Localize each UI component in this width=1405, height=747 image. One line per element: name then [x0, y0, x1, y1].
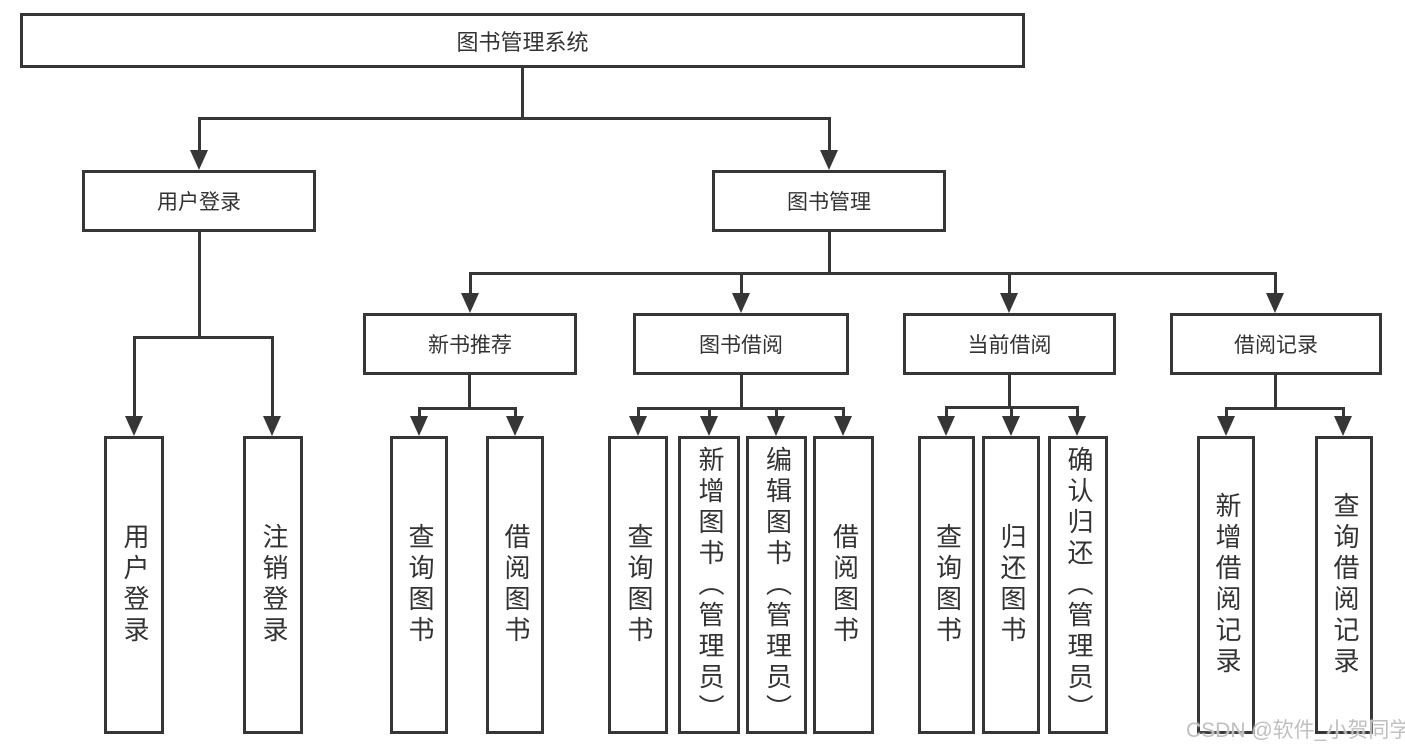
connector-root-bar: [198, 117, 831, 120]
connector-drop-br-add: [1225, 407, 1228, 419]
leaf-bb-search-books: 查询图书: [608, 436, 668, 734]
arrowhead-leaf-logout: [263, 416, 281, 436]
leaf-cb-search-books-label: 查询图书: [932, 523, 963, 647]
leaf-bb-edit-books-admin: 编辑图书（管理员）: [746, 436, 807, 734]
connector-root-stem: [521, 68, 524, 120]
arrowhead-borrow-records: [1266, 293, 1284, 313]
arrowhead-br-search: [1334, 416, 1352, 436]
connector-new-book-bar: [418, 407, 517, 410]
arrowhead-leaf-login: [125, 416, 143, 436]
connector-drop-cb-return: [1010, 406, 1013, 419]
leaf-nb-borrow-books-label: 借阅图书: [500, 523, 531, 647]
leaf-bb-add-books-admin: 新增图书（管理员）: [678, 436, 740, 734]
connector-book-mgmt-bar: [469, 272, 1277, 275]
leaf-br-search-record: 查询借阅记录: [1315, 436, 1373, 734]
node-user-login: 用户登录: [82, 170, 316, 232]
arrowhead-cb-return: [1002, 416, 1020, 436]
connector-drop-leaf-login: [133, 336, 136, 420]
connector-drop-book-management: [828, 117, 831, 154]
node-book-management-label: 图书管理: [787, 191, 871, 214]
leaf-user-login-label: 用户登录: [119, 523, 150, 647]
arrowhead-bb-borrow: [834, 416, 852, 436]
leaf-bb-borrow-books-label: 借阅图书: [829, 523, 860, 647]
connector-drop-nb-borrow: [514, 407, 517, 419]
leaf-bb-borrow-books: 借阅图书: [813, 436, 874, 734]
connector-drop-cb-search: [945, 406, 948, 419]
leaf-bb-search-books-label: 查询图书: [623, 523, 654, 647]
node-new-book-recommend: 新书推荐: [363, 313, 577, 375]
leaf-bb-edit-books-admin-label: 编辑图书（管理员）: [762, 445, 793, 725]
connector-drop-user-login: [198, 117, 201, 154]
node-borrow-records: 借阅记录: [1170, 313, 1382, 375]
connector-drop-bb-add: [708, 407, 711, 419]
leaf-br-add-record: 新增借阅记录: [1197, 436, 1255, 734]
leaf-nb-borrow-books: 借阅图书: [486, 436, 544, 734]
node-book-borrow-label: 图书借阅: [699, 334, 783, 357]
arrowhead-br-add: [1217, 416, 1235, 436]
arrowhead-current-borrow: [1000, 293, 1018, 313]
node-root-library-system: 图书管理系统: [20, 13, 1025, 68]
connector-drop-bb-borrow: [842, 407, 845, 419]
arrowhead-user-login: [190, 150, 208, 170]
leaf-br-add-record-label: 新增借阅记录: [1211, 492, 1242, 678]
connector-drop-leaf-logout: [271, 336, 274, 420]
leaf-nb-search-books-label: 查询图书: [404, 523, 435, 647]
connector-drop-borrow-records: [1274, 272, 1277, 296]
arrowhead-cb-confirm: [1068, 416, 1086, 436]
node-user-login-label: 用户登录: [157, 191, 241, 214]
node-borrow-records-label: 借阅记录: [1234, 334, 1318, 357]
arrowhead-nb-search: [410, 416, 428, 436]
connector-drop-cb-confirm: [1076, 406, 1079, 419]
arrowhead-book-management: [820, 150, 838, 170]
leaf-cb-return-books-label: 归还图书: [996, 523, 1027, 647]
csdn-watermark: CSDN @软件_小贺同学: [1186, 719, 1405, 742]
arrowhead-new-book: [461, 293, 479, 313]
connector-drop-bb-search: [637, 407, 640, 419]
leaf-bb-add-books-admin-label: 新增图书（管理员）: [694, 445, 725, 725]
connector-book-mgmt-stem: [828, 232, 831, 275]
node-current-borrow: 当前借阅: [903, 313, 1116, 375]
arrowhead-book-borrow: [732, 293, 750, 313]
arrowhead-bb-search: [629, 416, 647, 436]
node-book-borrow: 图书借阅: [633, 313, 849, 375]
connector-borrow-records-bar: [1225, 407, 1345, 410]
connector-drop-new-book: [469, 272, 472, 296]
leaf-br-search-record-label: 查询借阅记录: [1329, 492, 1360, 678]
connector-drop-current-borrow: [1008, 272, 1011, 296]
connector-drop-bb-edit: [775, 407, 778, 419]
arrowhead-bb-add: [700, 416, 718, 436]
leaf-nb-search-books: 查询图书: [390, 436, 448, 734]
arrowhead-bb-edit: [767, 416, 785, 436]
leaf-user-login: 用户登录: [104, 436, 164, 734]
leaf-cb-confirm-return-admin-label: 确认归还（管理员）: [1063, 445, 1094, 725]
arrowhead-cb-search: [937, 416, 955, 436]
leaf-cb-search-books: 查询图书: [918, 436, 975, 734]
node-new-book-recommend-label: 新书推荐: [428, 334, 512, 357]
leaf-cb-confirm-return-admin: 确认归还（管理员）: [1048, 436, 1108, 734]
connector-drop-br-search: [1342, 407, 1345, 419]
leaf-logout: 注销登录: [243, 436, 303, 734]
connector-new-book-stem: [468, 375, 471, 410]
connector-borrow-records-stem: [1274, 375, 1277, 410]
leaf-logout-label: 注销登录: [258, 523, 289, 647]
arrowhead-nb-borrow: [506, 416, 524, 436]
leaf-cb-return-books: 归还图书: [982, 436, 1040, 734]
node-current-borrow-label: 当前借阅: [967, 334, 1052, 357]
connector-user-login-stem: [198, 232, 201, 339]
connector-current-borrow-stem: [1008, 375, 1011, 409]
connector-drop-book-borrow: [740, 272, 743, 296]
connector-book-borrow-stem: [740, 375, 743, 410]
connector-book-borrow-bar: [637, 407, 845, 410]
node-book-management: 图书管理: [712, 170, 946, 232]
connector-drop-nb-search: [418, 407, 421, 419]
connector-user-login-bar: [133, 336, 274, 339]
node-root-label: 图书管理系统: [456, 29, 589, 55]
